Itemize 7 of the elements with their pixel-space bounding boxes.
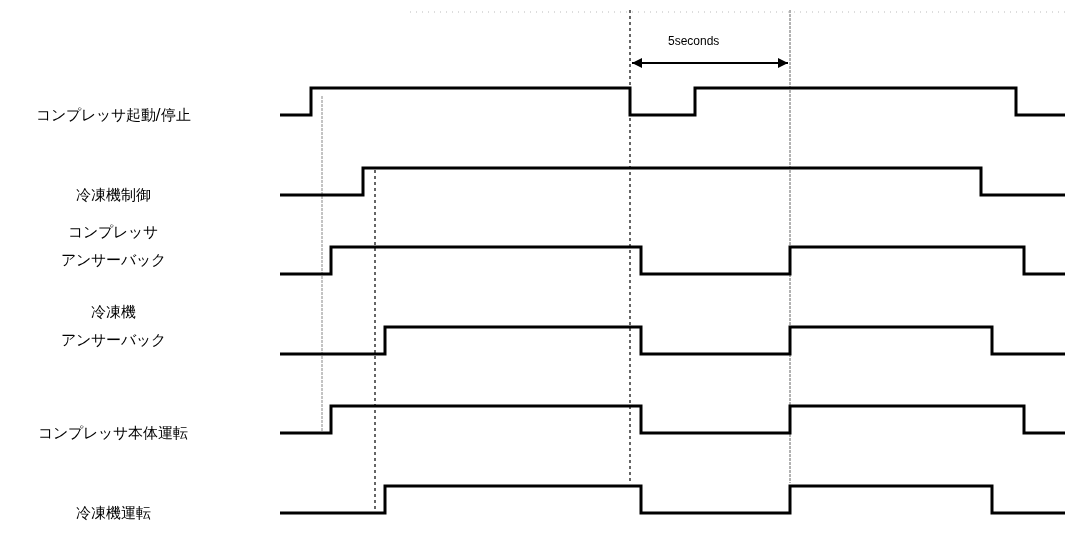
signal-label: コンプレッサ起動/停止 xyxy=(35,105,191,126)
signal-label: コンプレッサ本体運転 xyxy=(38,423,188,444)
signal-label: 冷凍機制御 xyxy=(75,185,151,206)
signal-label: 冷凍機運転 xyxy=(75,503,151,524)
signal-label: コンプレッサアンサーバック xyxy=(60,222,166,271)
signal-label: 冷凍機アンサーバック xyxy=(60,302,166,351)
dimension-label: 5seconds xyxy=(668,34,720,48)
